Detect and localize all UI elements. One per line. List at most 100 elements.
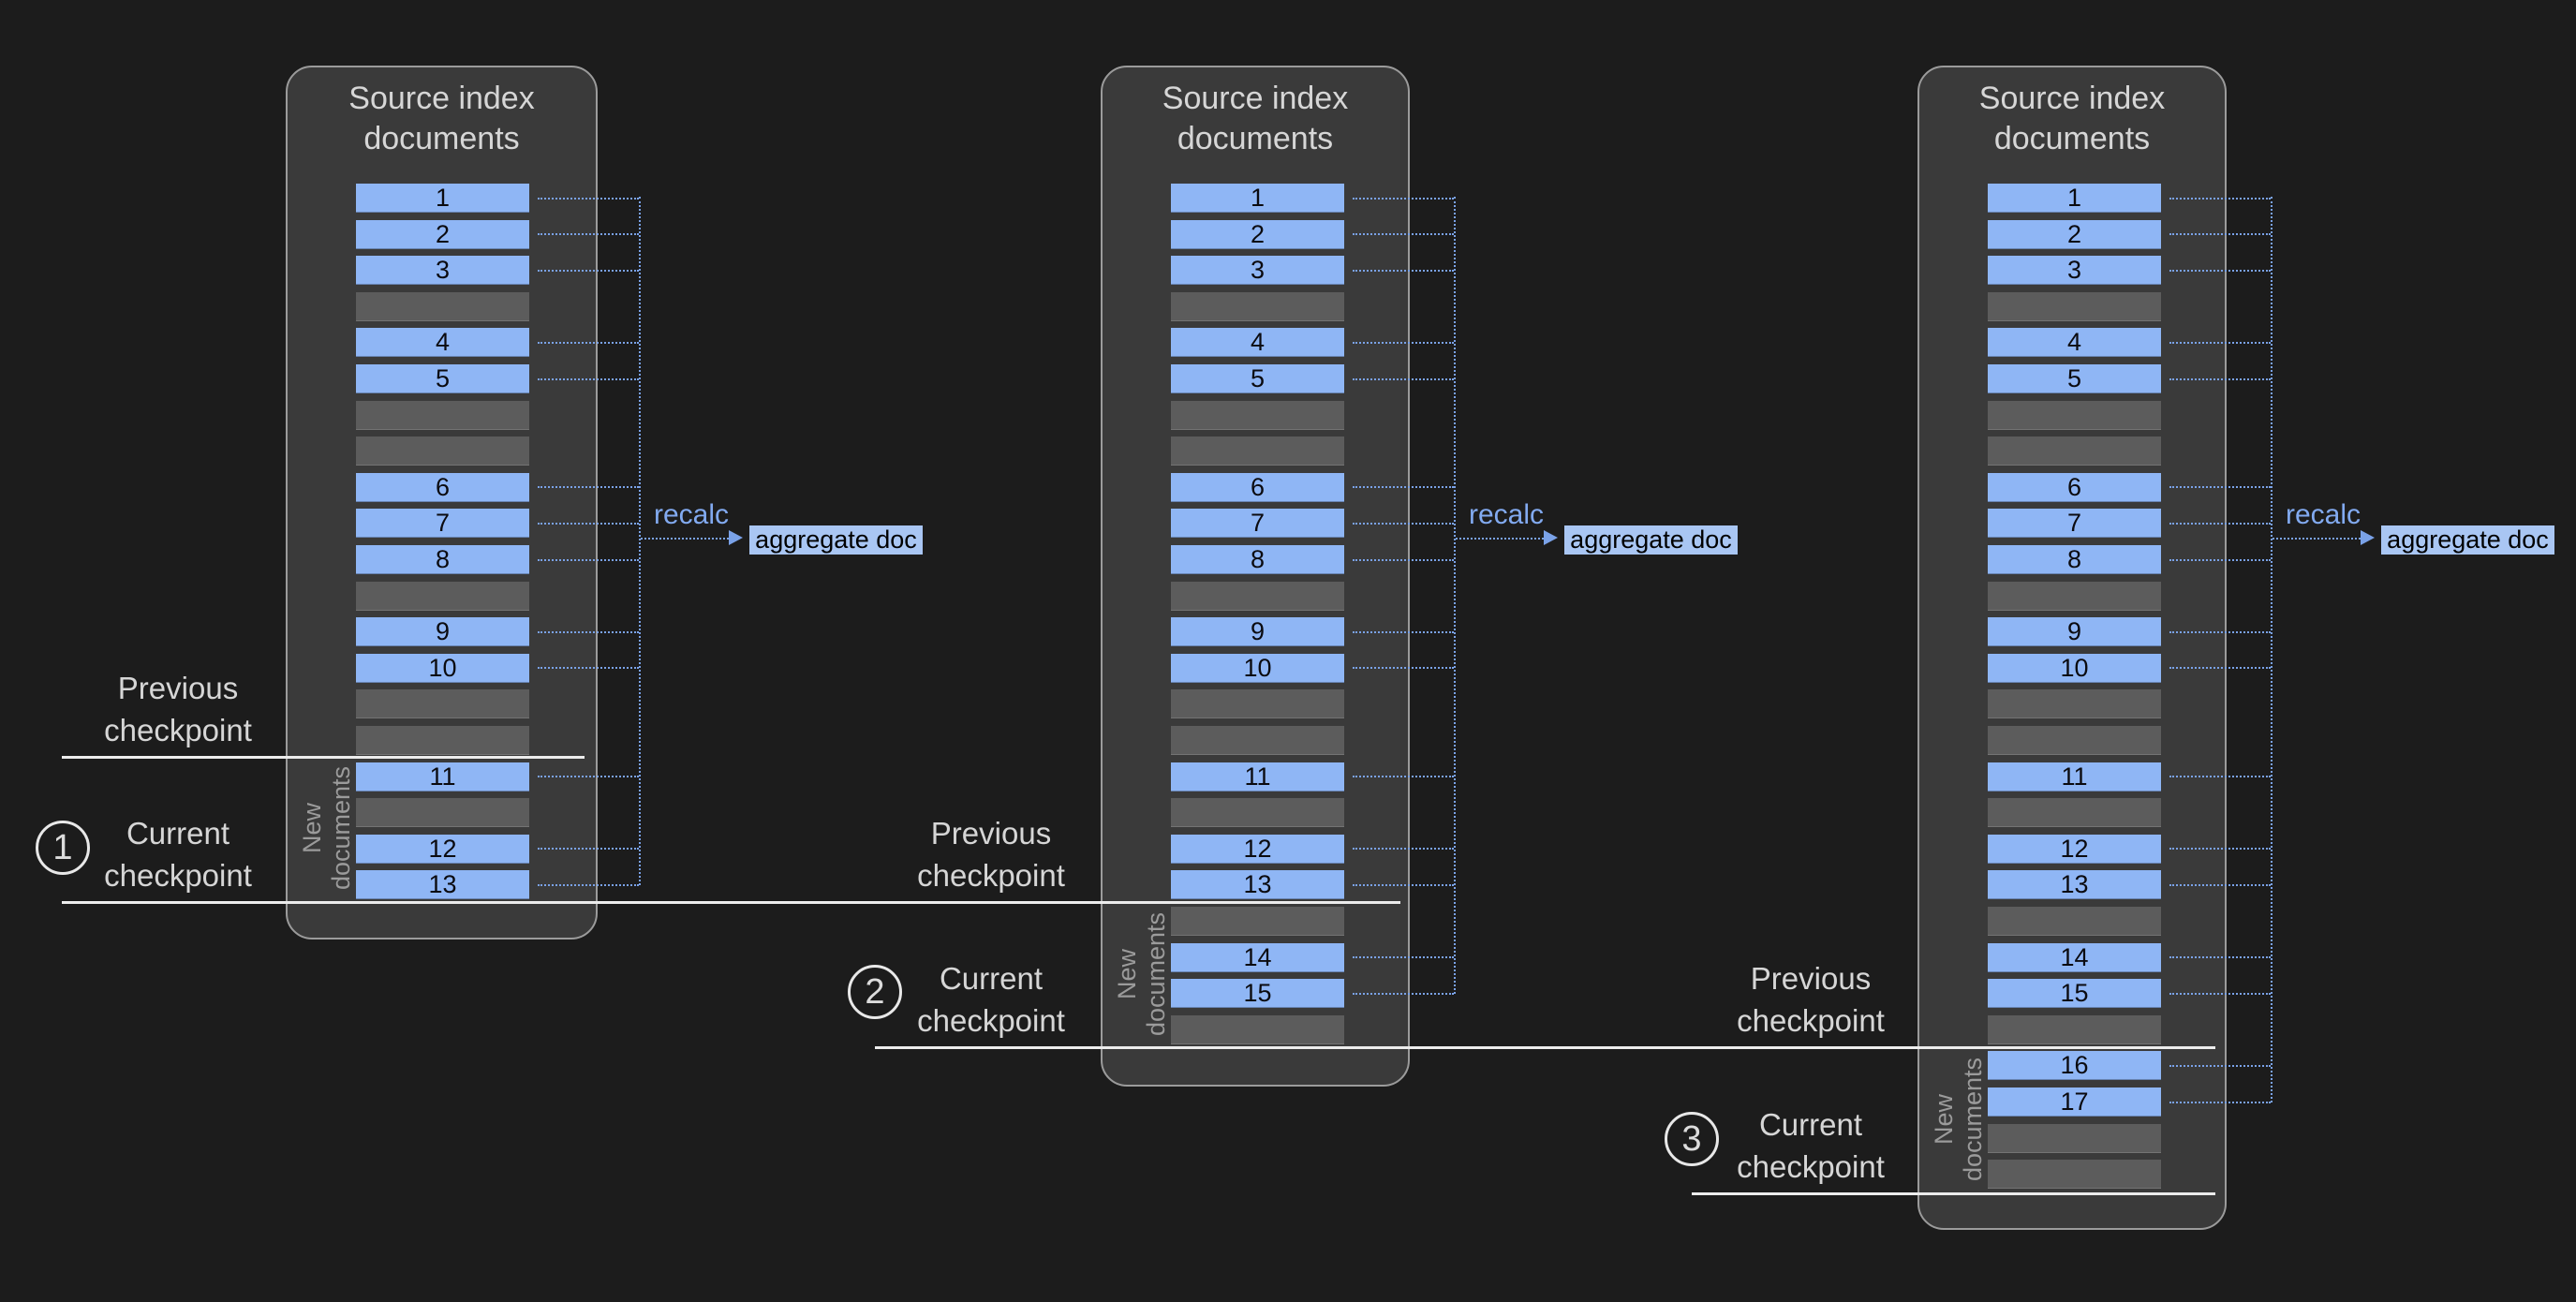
doc-bar: 1 xyxy=(356,184,529,213)
checkpoint-line-3 xyxy=(875,1046,2215,1049)
doc-bar: 9 xyxy=(1988,617,2161,647)
doc-connector-line xyxy=(1353,558,1454,561)
current-checkpoint-label: Current checkpoint xyxy=(917,961,1065,1038)
doc-bar: 8 xyxy=(1171,545,1344,574)
doc-bar: 11 xyxy=(1988,762,2161,792)
doc-bar: 6 xyxy=(1171,472,1344,502)
current-checkpoint-label: Current checkpoint xyxy=(1737,1107,1885,1184)
doc-bar: 1 xyxy=(1171,184,1344,213)
recalc-label: recalc xyxy=(1469,499,1545,530)
collector-line xyxy=(639,197,641,885)
doc-connector-line xyxy=(1353,667,1454,670)
doc-bar: 9 xyxy=(1171,617,1344,647)
doc-bar: 17 xyxy=(1988,1087,2161,1117)
other-doc-bar xyxy=(356,581,529,611)
doc-connector-line xyxy=(2169,341,2271,344)
doc-bar: 7 xyxy=(1988,509,2161,539)
other-doc-bar xyxy=(1988,581,2161,611)
doc-connector-line xyxy=(2169,667,2271,670)
doc-bar: 3 xyxy=(1171,256,1344,286)
step-number-badge: 3 xyxy=(1665,1112,1719,1166)
doc-bar: 8 xyxy=(1988,545,2161,574)
other-doc-bar xyxy=(1988,291,2161,321)
other-doc-bar xyxy=(1171,291,1344,321)
doc-bar: 13 xyxy=(1988,870,2161,900)
other-doc-bar xyxy=(356,689,529,719)
panel-title: Source index documents xyxy=(1978,81,2166,156)
doc-connector-line xyxy=(1353,776,1454,778)
doc-bar: 10 xyxy=(356,653,529,683)
doc-bar: 1 xyxy=(1988,184,2161,213)
doc-connector-line xyxy=(538,522,639,525)
doc-connector-line xyxy=(2169,233,2271,236)
doc-connector-line xyxy=(2169,1101,2271,1103)
checkpoint-line-2 xyxy=(62,901,1400,904)
doc-bar: 4 xyxy=(356,328,529,358)
other-doc-bar xyxy=(356,726,529,755)
other-doc-bar xyxy=(1988,689,2161,719)
other-doc-bar xyxy=(1988,436,2161,466)
doc-connector-line xyxy=(1353,883,1454,886)
doc-bar: 14 xyxy=(1988,942,2161,972)
previous-checkpoint-label: Previous checkpoint xyxy=(917,816,1065,893)
doc-connector-line xyxy=(538,377,639,380)
current-checkpoint-label: Current checkpoint xyxy=(104,816,252,893)
panel-title: Source index documents xyxy=(348,81,535,156)
doc-connector-line xyxy=(1353,269,1454,272)
doc-bar: 2 xyxy=(1988,219,2161,249)
doc-connector-line xyxy=(538,558,639,561)
step-number-badge: 1 xyxy=(36,821,90,875)
doc-bar: 4 xyxy=(1988,328,2161,358)
previous-checkpoint-label: Previous checkpoint xyxy=(1737,961,1885,1038)
recalc-arrow-line xyxy=(2273,538,2361,540)
doc-connector-line xyxy=(1353,848,1454,851)
doc-bar: 2 xyxy=(1171,219,1344,249)
doc-bar: 11 xyxy=(356,762,529,792)
doc-bar: 3 xyxy=(356,256,529,286)
doc-bar: 7 xyxy=(356,509,529,539)
other-doc-bar xyxy=(1171,436,1344,466)
other-doc-bar xyxy=(1988,400,2161,430)
doc-connector-line xyxy=(1353,992,1454,995)
doc-bar: 15 xyxy=(1988,979,2161,1009)
doc-connector-line xyxy=(2169,776,2271,778)
collector-line xyxy=(2271,197,2273,1102)
recalc-arrow-line xyxy=(641,538,729,540)
doc-connector-line xyxy=(2169,522,2271,525)
other-doc-bar xyxy=(1988,726,2161,755)
other-doc-bar xyxy=(1171,726,1344,755)
new-documents-label: New documents xyxy=(1113,911,1170,1037)
recalc-arrowhead-icon xyxy=(2361,530,2375,545)
other-doc-bar xyxy=(356,436,529,466)
doc-connector-line xyxy=(1353,956,1454,959)
recalc-arrowhead-icon xyxy=(729,530,743,545)
doc-bar: 3 xyxy=(1988,256,2161,286)
doc-connector-line xyxy=(2169,630,2271,633)
doc-connector-line xyxy=(2169,558,2271,561)
doc-connector-line xyxy=(2169,377,2271,380)
doc-connector-line xyxy=(2169,848,2271,851)
other-doc-bar xyxy=(1988,798,2161,828)
doc-bar: 16 xyxy=(1988,1051,2161,1081)
other-doc-bar xyxy=(356,798,529,828)
doc-bar: 13 xyxy=(1171,870,1344,900)
checkpoint-line-1 xyxy=(62,756,585,759)
doc-connector-line xyxy=(1353,486,1454,489)
doc-bar: 11 xyxy=(1171,762,1344,792)
doc-bar: 15 xyxy=(1171,979,1344,1009)
checkpoint-line-4 xyxy=(1692,1192,2215,1195)
collector-line xyxy=(1454,197,1456,994)
doc-bar: 10 xyxy=(1988,653,2161,683)
doc-bar: 13 xyxy=(356,870,529,900)
doc-connector-line xyxy=(2169,992,2271,995)
doc-bar: 4 xyxy=(1171,328,1344,358)
doc-bar: 5 xyxy=(356,364,529,393)
new-documents-label: New documents xyxy=(298,765,355,891)
doc-bar: 9 xyxy=(356,617,529,647)
aggregate-doc-box: aggregate doc xyxy=(2381,525,2554,555)
doc-connector-line xyxy=(1353,630,1454,633)
other-doc-bar xyxy=(1988,1014,2161,1044)
other-doc-bar xyxy=(1988,1160,2161,1190)
other-doc-bar xyxy=(1988,1123,2161,1153)
